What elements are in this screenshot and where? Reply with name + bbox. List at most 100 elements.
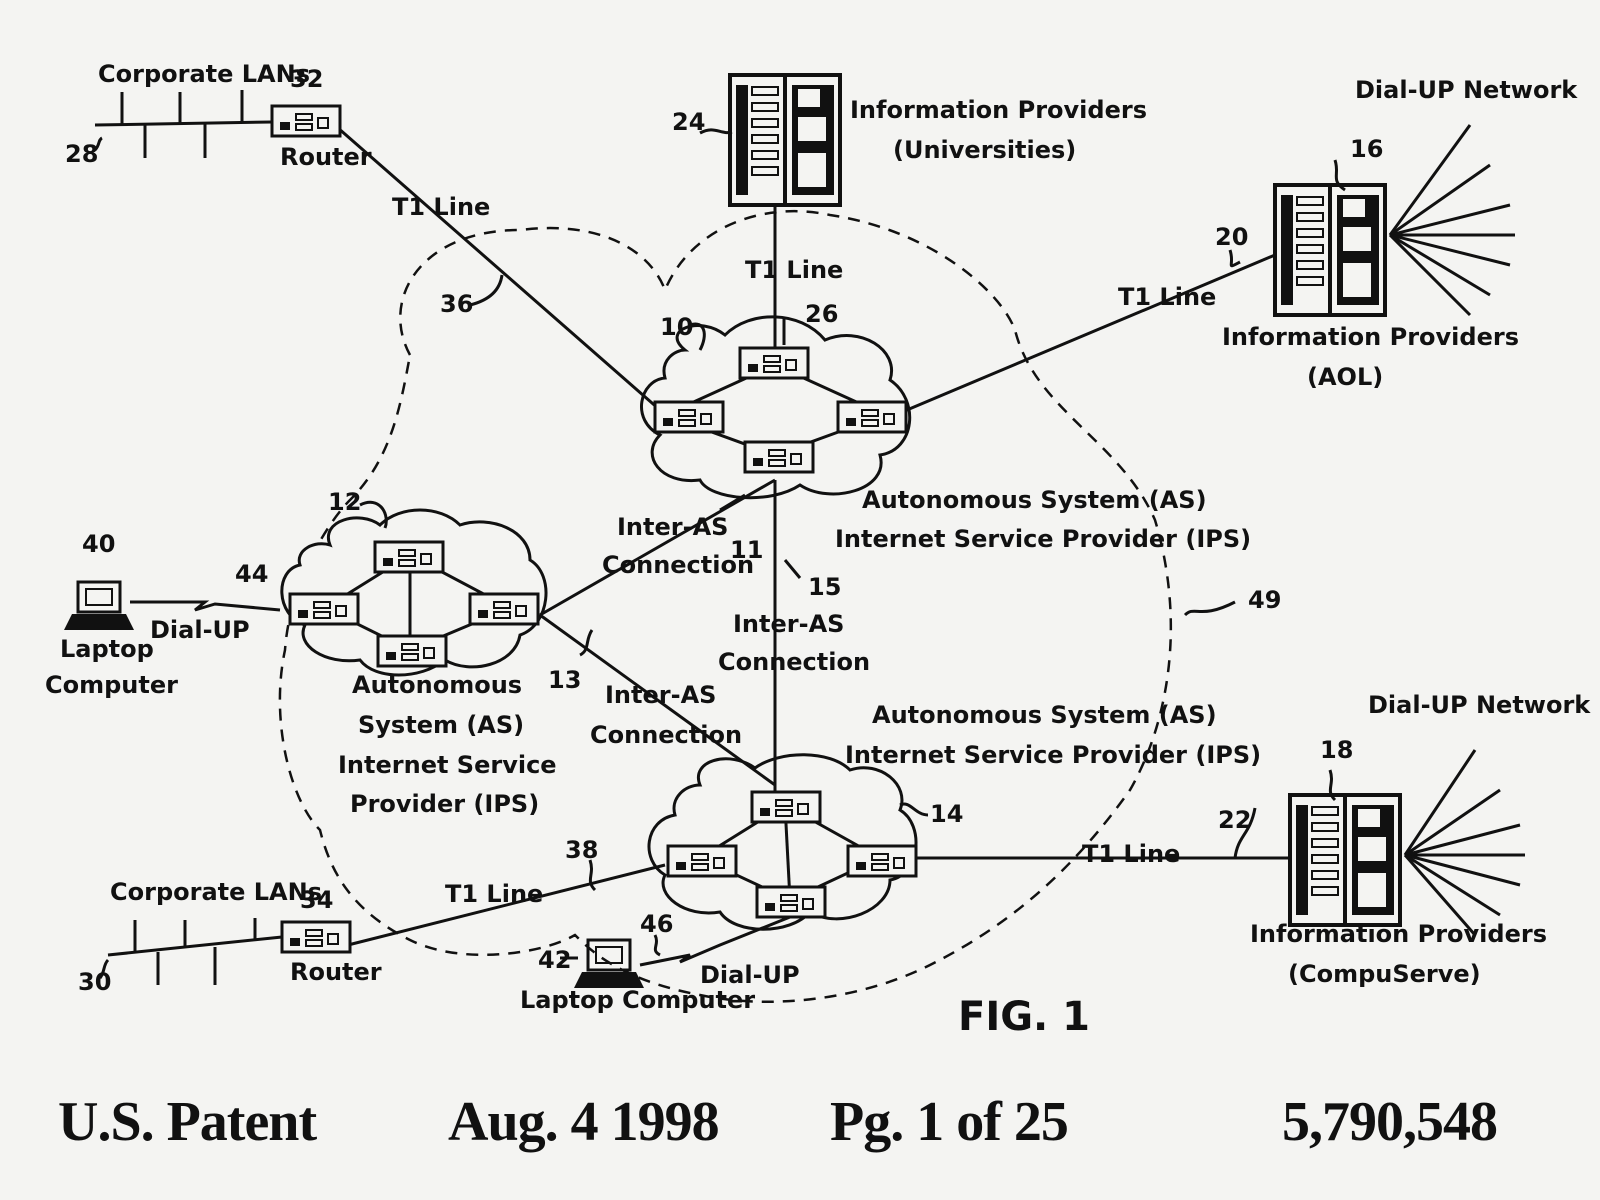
label-t1-line-compuserve: T1 Line <box>1082 840 1180 868</box>
internet-boundary-49 <box>278 210 1173 1003</box>
server-universities <box>728 73 842 207</box>
label-info-providers-aol-1: Information Providers <box>1222 323 1519 351</box>
label-dialup-network-top: Dial-UP Network <box>1355 76 1578 104</box>
inter-as-link-11 <box>539 478 776 617</box>
ref-16: 16 <box>1350 135 1383 163</box>
label-router-top: Router <box>280 143 372 171</box>
ref-12: 12 <box>328 488 361 516</box>
dialup-network-top-fan <box>1388 124 1515 317</box>
label-as-top-1: Autonomous System (AS) <box>862 486 1207 514</box>
label-as-top-2: Internet Service Provider (IPS) <box>835 525 1251 553</box>
router-10-top <box>738 346 810 380</box>
ref-20: 20 <box>1215 223 1248 251</box>
t1-line-aol <box>894 253 1276 417</box>
label-as-left-1: Autonomous <box>352 671 522 699</box>
label-dialup-bottom: Dial-UP <box>700 961 800 989</box>
router-10-left <box>653 400 725 434</box>
inter-as-link-13 <box>539 613 776 787</box>
router-10-bottom <box>743 440 815 474</box>
router-12-right <box>468 592 540 626</box>
router-12-left <box>288 592 360 626</box>
ref-49: 49 <box>1248 586 1281 614</box>
ref-46: 46 <box>640 910 673 938</box>
ref-30: 30 <box>78 968 111 996</box>
dialup-link-bottom <box>639 913 796 967</box>
ref-42: 42 <box>538 946 571 974</box>
label-laptop-computer-bottom: Laptop Computer <box>520 986 755 1014</box>
label-t1-line-bottom-left: T1 Line <box>445 880 543 908</box>
label-t1-line-universities: T1 Line <box>745 256 843 284</box>
label-corporate-lans-top: Corporate LANs <box>98 60 310 88</box>
label-inter-as-11-1: Inter-AS <box>617 513 728 541</box>
label-info-providers-universities-2: (Universities) <box>893 136 1076 164</box>
ref-14: 14 <box>930 800 963 828</box>
ref-44: 44 <box>235 560 268 588</box>
as-cloud-10 <box>640 315 912 500</box>
label-inter-as-15-1: Inter-AS <box>733 610 844 638</box>
router-14-top <box>750 790 822 824</box>
router-12-bottom <box>376 634 448 668</box>
laptop-computer-left <box>62 580 136 632</box>
server-aol <box>1273 183 1387 317</box>
label-corporate-lans-bottom: Corporate LANs <box>110 878 322 906</box>
laptop-computer-bottom <box>572 938 646 990</box>
label-as-bottom-1: Autonomous System (AS) <box>872 701 1217 729</box>
router-14-left <box>666 844 738 878</box>
label-inter-as-15-2: Connection <box>718 648 870 676</box>
label-inter-as-13-1: Inter-AS <box>605 681 716 709</box>
label-inter-as-13-2: Connection <box>590 721 742 749</box>
ref-22: 22 <box>1218 806 1251 834</box>
figure-label: FIG. 1 <box>958 994 1090 1040</box>
ref-26: 26 <box>805 300 838 328</box>
label-info-providers-universities-1: Information Providers <box>850 96 1147 124</box>
ref-28: 28 <box>65 140 98 168</box>
footer-patent-number: 5,790,548 <box>1282 1091 1498 1153</box>
dialup-network-bottom-fan <box>1403 749 1525 936</box>
footer-patent: U.S. Patent <box>58 1091 317 1153</box>
ref-15: 15 <box>808 573 841 601</box>
ref-24: 24 <box>672 108 705 136</box>
label-dialup-left: Dial-UP <box>150 616 250 644</box>
router-14-right <box>846 844 918 878</box>
label-info-providers-aol-2: (AOL) <box>1307 363 1383 391</box>
label-as-left-2: System (AS) <box>358 711 524 739</box>
dialup-link-left <box>130 600 281 612</box>
router-bottom-left <box>280 920 352 954</box>
corporate-lan-bottom <box>107 918 283 985</box>
ref-36: 36 <box>440 290 473 318</box>
corporate-lan-top <box>94 90 273 158</box>
ref-13: 13 <box>548 666 581 694</box>
ref-18: 18 <box>1320 736 1353 764</box>
label-as-left-4: Provider (IPS) <box>350 790 539 818</box>
footer-date: Aug. 4 1998 <box>448 1091 720 1153</box>
label-router-bottom: Router <box>290 958 382 986</box>
t1-line-bottom-left <box>347 863 666 947</box>
label-t1-line-top-left: T1 Line <box>392 193 490 221</box>
ref-34: 34 <box>300 886 333 914</box>
ref-38: 38 <box>565 836 598 864</box>
footer-page: Pg. 1 of 25 <box>830 1091 1069 1153</box>
as-cloud-12 <box>280 508 548 677</box>
label-laptop-left-1: Laptop <box>60 635 154 663</box>
label-t1-line-aol: T1 Line <box>1118 283 1216 311</box>
label-laptop-left-2: Computer <box>45 671 178 699</box>
label-info-providers-compuserve-1: Information Providers <box>1250 920 1547 948</box>
label-info-providers-compuserve-2: (CompuServe) <box>1288 960 1481 988</box>
ref-40: 40 <box>82 530 115 558</box>
ref-32: 32 <box>290 65 323 93</box>
leader-lines <box>93 128 1346 979</box>
router-14-bottom <box>755 885 827 919</box>
server-compuserve <box>1288 793 1402 927</box>
ref-11: 11 <box>730 536 763 564</box>
ref-10: 10 <box>660 313 693 341</box>
label-inter-as-11-2: Connection <box>602 551 754 579</box>
label-as-bottom-2: Internet Service Provider (IPS) <box>845 741 1261 769</box>
label-dialup-network-bottom: Dial-UP Network <box>1368 691 1591 719</box>
t1-line-top-left <box>337 126 661 412</box>
router-10-right <box>836 400 908 434</box>
as-cloud-14 <box>647 753 918 931</box>
label-as-left-3: Internet Service <box>338 751 557 779</box>
router-top-left <box>270 104 342 138</box>
router-12-top <box>373 540 445 574</box>
